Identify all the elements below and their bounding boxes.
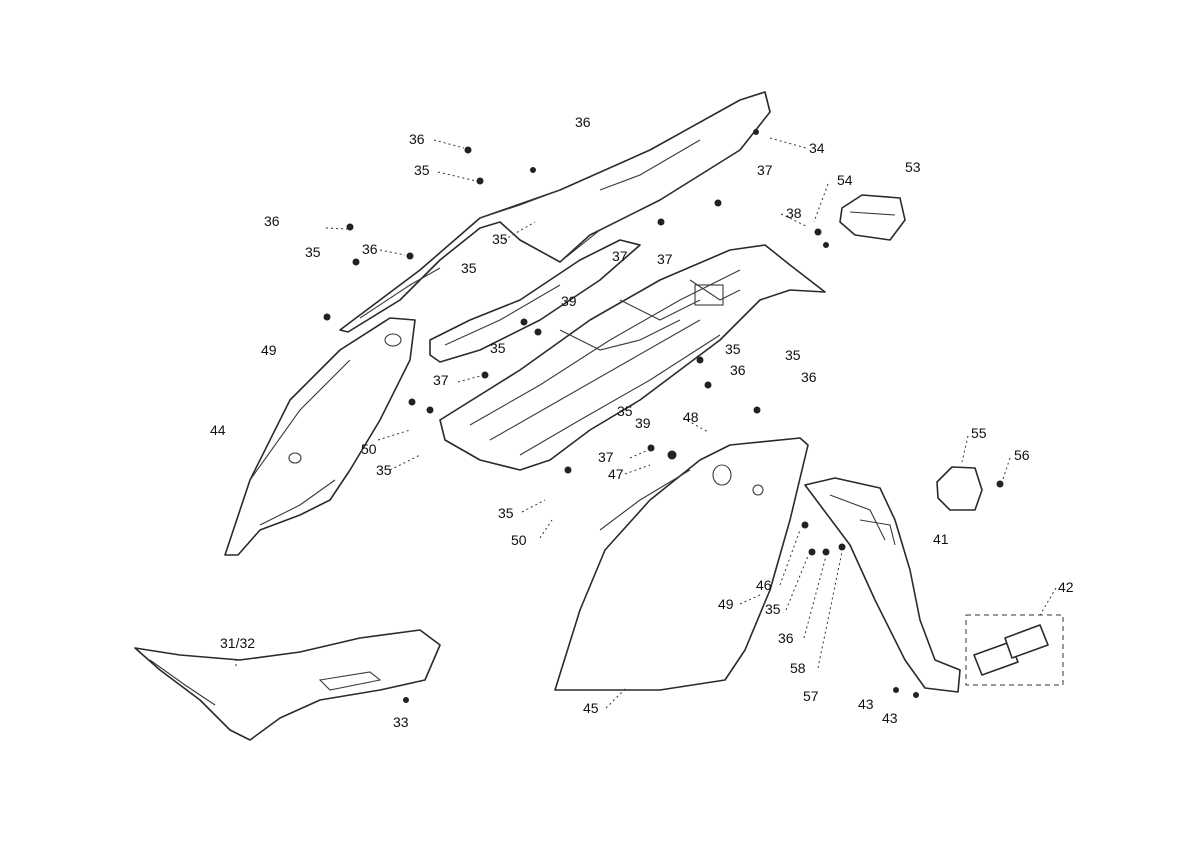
callout-label: 35 bbox=[490, 340, 506, 356]
callout-label: 31/32 bbox=[220, 635, 255, 651]
callout-label: 46 bbox=[756, 577, 772, 593]
callout-label: 58 bbox=[790, 660, 806, 676]
callout-label: 39 bbox=[561, 293, 577, 309]
callout-label: 35 bbox=[376, 462, 392, 478]
callout-label: 50 bbox=[511, 532, 527, 548]
callout-label: 54 bbox=[837, 172, 853, 188]
callout-label: 35 bbox=[765, 601, 781, 617]
left-side-cover bbox=[224, 317, 416, 556]
callout-label: 35 bbox=[617, 403, 633, 419]
rear-fender bbox=[804, 477, 961, 693]
middle-side-cover bbox=[429, 239, 641, 363]
rear-frame-tray bbox=[439, 244, 826, 471]
callout-label: 42 bbox=[1058, 579, 1074, 595]
callout-label: 45 bbox=[583, 700, 599, 716]
callout-label: 36 bbox=[409, 131, 425, 147]
callout-label: 33 bbox=[393, 714, 409, 730]
callout-label: 36 bbox=[801, 369, 817, 385]
callout-label: 35 bbox=[725, 341, 741, 357]
callout-label: 35 bbox=[305, 244, 321, 260]
callout-label: 48 bbox=[683, 409, 699, 425]
callout-label: 47 bbox=[608, 466, 624, 482]
indicator-light bbox=[936, 466, 983, 511]
callout-label: 44 bbox=[210, 422, 226, 438]
tail-light bbox=[839, 194, 906, 241]
callout-label: 35 bbox=[498, 505, 514, 521]
callout-labels: 36 34 36 35 37 54 53 36 38 35 36 35 37 3… bbox=[210, 114, 1074, 730]
callout-label: 35 bbox=[461, 260, 477, 276]
callout-label: 49 bbox=[261, 342, 277, 358]
callout-label: 36 bbox=[730, 362, 746, 378]
callout-label: 36 bbox=[778, 630, 794, 646]
callout-label: 49 bbox=[718, 596, 734, 612]
callout-label: 50 bbox=[361, 441, 377, 457]
callout-label: 35 bbox=[785, 347, 801, 363]
callout-label: 41 bbox=[933, 531, 949, 547]
callout-label: 43 bbox=[882, 710, 898, 726]
callout-label: 35 bbox=[492, 231, 508, 247]
callout-label: 36 bbox=[575, 114, 591, 130]
reflector-group bbox=[965, 614, 1064, 686]
callout-label: 37 bbox=[612, 248, 628, 264]
callout-label: 53 bbox=[905, 159, 921, 175]
callout-label: 38 bbox=[786, 205, 802, 221]
leader-lines bbox=[235, 137, 1057, 709]
callout-label: 37 bbox=[598, 449, 614, 465]
callout-label: 37 bbox=[757, 162, 773, 178]
callout-label: 37 bbox=[433, 372, 449, 388]
callout-label: 43 bbox=[858, 696, 874, 712]
fastener-set bbox=[323, 129, 1004, 703]
callout-label: 34 bbox=[809, 140, 825, 156]
callout-label: 36 bbox=[362, 241, 378, 257]
callout-label: 56 bbox=[1014, 447, 1030, 463]
callout-label: 37 bbox=[657, 251, 673, 267]
callout-label: 35 bbox=[414, 162, 430, 178]
callout-label: 57 bbox=[803, 688, 819, 704]
upper-side-panel bbox=[339, 91, 771, 333]
callout-label: 36 bbox=[264, 213, 280, 229]
seat bbox=[134, 629, 441, 741]
callout-label: 39 bbox=[635, 415, 651, 431]
callout-label: 55 bbox=[971, 425, 987, 441]
rear-side-panel bbox=[554, 437, 809, 691]
